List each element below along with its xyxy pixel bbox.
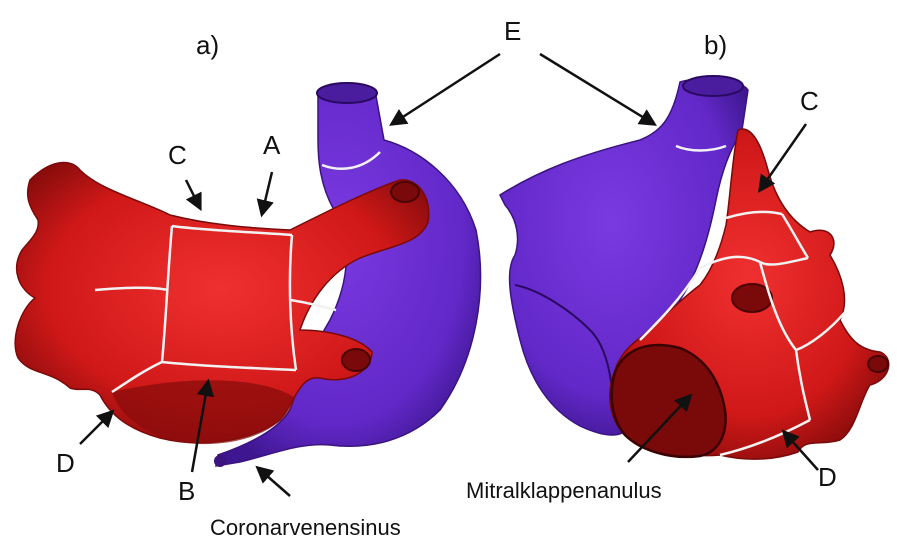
arrow-coronar [258, 468, 290, 496]
arrow-C-a [186, 180, 200, 208]
arrow-D-a [80, 412, 112, 444]
pulmonary-vein-ostium-a1 [391, 182, 419, 202]
label-D-panel-a: D [56, 448, 75, 479]
arrow-A [262, 172, 272, 214]
panel-a-model [15, 83, 480, 467]
label-B: B [178, 476, 195, 507]
label-A: A [263, 130, 280, 161]
vein-opening-b [683, 76, 743, 96]
label-D-panel-b: D [818, 462, 837, 493]
arrow-E-to-b [540, 54, 654, 124]
pulmonary-vein-ostium-a2 [342, 349, 370, 371]
pulmonary-vein-ostium-b2 [868, 356, 888, 372]
label-E: E [504, 16, 521, 47]
vein-opening-a [317, 83, 377, 103]
pulmonary-vein-ostium-b [732, 284, 772, 312]
arrow-E-to-a [392, 54, 500, 124]
panel-b-label: b) [704, 30, 727, 61]
arrow-C-b [760, 124, 806, 190]
label-C-panel-a: C [168, 140, 187, 171]
label-mitral-annulus: Mitralklappenanulus [466, 478, 662, 504]
label-C-panel-b: C [800, 86, 819, 117]
vein-tip-a [214, 455, 226, 467]
label-coronary-sinus: Coronarvenensinus [210, 515, 401, 541]
panel-a-label: a) [196, 30, 219, 61]
panel-b-model [500, 76, 889, 459]
